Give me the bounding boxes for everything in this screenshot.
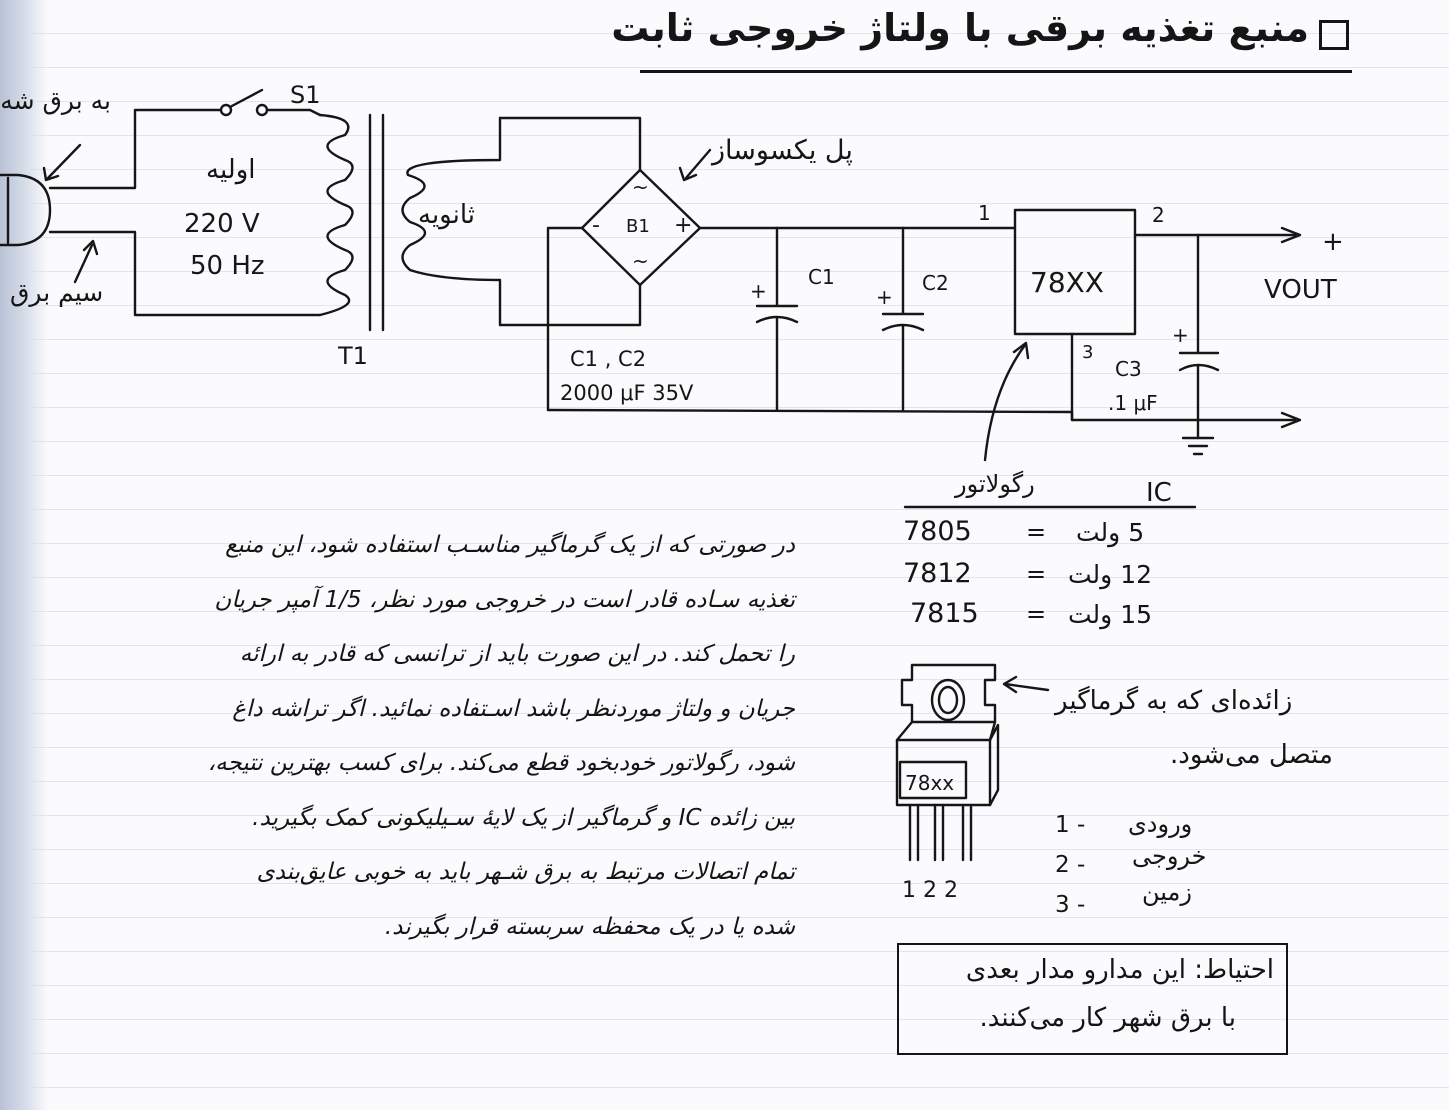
c2-label: C2 [922,271,949,295]
regulator-part: 78XX [1030,266,1104,299]
plug-label-arrowhead [42,166,60,182]
c3-plus: + [1172,323,1189,347]
ic-row-volt: 15 ولت [1068,600,1152,629]
ic-row-part: 7812 [903,558,972,589]
bridge-minus-wire [546,226,584,412]
ic-row-eq: = [1026,518,1047,546]
cord-label-arrowhead [82,239,99,256]
paragraph-line: شده یا در یک محفظه سربسته قرار بگیرند. [384,913,795,940]
ground-rail [546,408,1297,422]
regulator-label-arrowhead [1012,341,1030,360]
plug-label-arrow [46,143,82,180]
caution-line1: احتیاط: این مدارو مدار بعدی [965,955,1274,985]
plug-label: به برق شه [0,86,111,115]
primary-coil [318,113,354,317]
ic-row-eq: = [1026,560,1047,588]
c3-value: .1 μF [1108,391,1158,415]
switch-contact-left [219,103,233,117]
tab-note-line2: متصل می‌شود. [1170,740,1333,770]
bridge-plus: + [674,213,692,238]
cord-label-arrow [73,243,94,284]
ic-row-volt: 5 ولت [1076,518,1145,547]
pin2-label: 2 [1152,203,1165,227]
plug-icon [0,173,52,247]
c1-label: C1 [808,265,835,289]
pin-legend-num: 3 - [1055,892,1086,918]
paragraph-line: شود، رگولاتور خودبخود قطع می‌کند. برای ک… [207,750,795,776]
bridge-ac-bottom: ~ [632,249,649,273]
bridge-rectifier [580,168,702,287]
pin-legend-name: ورودی [1128,810,1193,838]
pin1-label: 1 [978,201,991,225]
bridge-label: B1 [626,216,650,237]
vout-label: VOUT [1264,275,1337,305]
package-part: 78xx [905,771,954,795]
ic-row-eq: = [1026,600,1047,628]
paragraph-line: جریان و ولتاژ موردنظر باشد اسـتفاده نمائ… [232,695,795,722]
title-underline [640,70,1352,73]
bridge-minus: - [592,213,600,238]
c1c2-value: 2000 μF 35V [560,381,694,405]
primary-voltage: 220 V [184,209,260,239]
tab-note-arrow [1003,682,1050,692]
vout-plus: + [1322,227,1344,257]
pin-legend-num: 2 - [1055,852,1086,878]
description-paragraph: در صورتی که از یک گرماگیر مناسـب استفاده… [15,518,795,954]
mains-wire-top [48,108,222,190]
bridge-rectifier-label: پل یکسوساز [712,135,853,166]
mains-wire-bottom [48,230,322,317]
ground-arrow [1280,411,1302,429]
bridge-label-arrow [684,148,712,180]
bridge-ac-top: ~ [632,175,649,199]
secondary-to-bridge-bottom [498,283,642,327]
ic-row-part: 7815 [910,598,979,629]
ic-table-header: IC [1146,478,1172,508]
c2-plus: + [876,285,893,309]
paragraph-line: بین زائده IC و گرماگیر از یک لایهٔ سـیلی… [252,804,795,831]
primary-frequency: 50 Hz [190,251,265,281]
regulator-box [1013,208,1137,336]
secondary-to-bridge-top [498,116,642,172]
caution-line2: با برق شهر کار می‌کنند. [979,1003,1236,1033]
paragraph-line: در صورتی که از یک گرماگیر مناسـب استفاده… [225,532,795,558]
pin-legend-name: خروجی [1132,842,1207,870]
transformer-label: T1 [337,342,368,370]
ground-icon [1181,418,1215,456]
caution-box: احتیاط: این مدارو مدار بعدی با برق شهر ک… [897,943,1288,1055]
paragraph-line: را تحمل کند. در این صورت باید از ترانسی … [239,641,795,667]
switch-label: S1 [290,81,321,109]
secondary-label: ثانویه [418,200,476,230]
regulator-label: رگولاتور [955,470,1035,498]
pin-legend-num: 1 - [1055,812,1086,838]
primary-label: اولیه [206,155,256,185]
cord-label: سیم برق [10,278,104,307]
switch-contact-right [255,103,269,117]
tab-note-line1: زائده‌ای که به گرماگیر [1055,686,1293,716]
tab-note-arrowhead [1002,675,1018,694]
c1-plus: + [750,279,767,303]
paragraph-line: تغذیه سـاده قادر است در خروجی مورد نظر، … [214,586,795,613]
c3-label: C3 [1115,357,1142,381]
ic-row-volt: 12 ولت [1068,560,1152,589]
regulator-label-arrow [983,343,1027,462]
c1c2-label: C1 , C2 [570,347,646,371]
paragraph-line: تمام اتصالات مرتبط به برق شـهر باید به خ… [256,859,795,885]
page-title: منبع تغذیه برقی با ولتاژ خروجی ثابت [611,6,1309,50]
title-bullet-box [1319,20,1349,50]
pin-legend-name: زمین [1142,878,1192,906]
ic-row-part: 7805 [903,516,972,547]
switch-lever [228,88,264,109]
bridge-label-arrowhead [678,166,698,182]
output-arrow [1280,226,1302,244]
to220-package [895,663,1000,862]
switch-to-primary-wire [265,108,322,117]
package-pin-numbers: 1 2 2 [902,878,958,903]
secondary-coil [401,116,502,327]
pin3-label: 3 [1082,342,1093,363]
